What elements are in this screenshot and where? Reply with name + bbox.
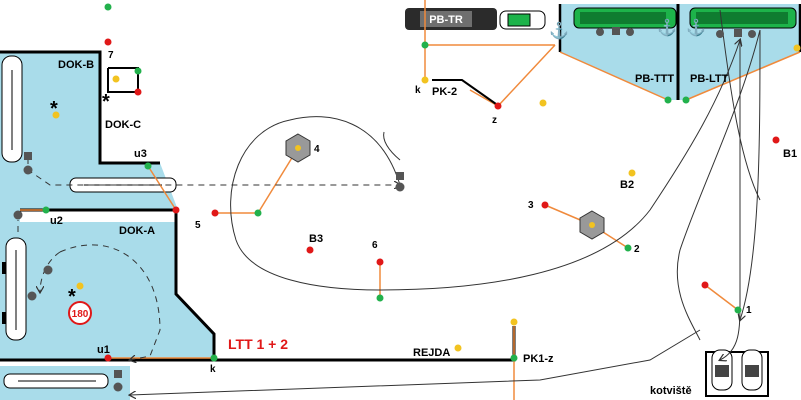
bottom-ship [3, 373, 109, 389]
label-pk1-z: PK1-z [523, 353, 554, 365]
hexagon-buoy-4 [285, 133, 311, 163]
anchor-icon: ⚓ [657, 18, 677, 37]
berth-7-box [107, 67, 139, 93]
turning-circle-label: 180 [72, 309, 89, 320]
label-5: 5 [195, 220, 201, 231]
gray-mooring-markers [13, 27, 756, 392]
pb-ltt-ship [689, 7, 797, 29]
pk-2-connector [432, 79, 497, 105]
label-u3: u3 [134, 148, 147, 160]
turning-circle-180: 180 [68, 301, 92, 325]
label-7: 7 [108, 50, 114, 61]
label-b3: B3 [309, 233, 323, 245]
label-dok-a: DOK-A [119, 225, 155, 237]
pb-tr-label: PB-TR [429, 14, 463, 26]
star-marker: * [102, 91, 110, 113]
pb-tr-ship: PB-TR [405, 8, 546, 30]
label-dok-c: DOK-C [105, 119, 141, 131]
label-1: 1 [746, 305, 752, 316]
red-markers [104, 38, 780, 362]
label-3: 3 [528, 200, 534, 211]
label-pb-ltt: PB-LTT [690, 73, 729, 85]
dok-a-ship [2, 237, 27, 341]
green-markers [42, 3, 742, 362]
label-dok-b: DOK-B [58, 59, 94, 71]
label-rejda: REJDA [413, 347, 450, 359]
label-6: 6 [372, 240, 378, 251]
anchor-icon: ⚓ [686, 18, 706, 37]
anchor-icon: ⚓ [549, 21, 569, 40]
yellow-markers [52, 44, 801, 352]
label-u2: u2 [50, 215, 63, 227]
dok-b-ship [1, 55, 23, 163]
label-4: 4 [314, 144, 320, 155]
star-marker: * [68, 286, 76, 308]
kotviste-boats [705, 349, 769, 397]
dashed-routes [17, 158, 400, 360]
star-marker: * [50, 98, 58, 120]
pb-ttt-ship [573, 7, 677, 29]
label-ltt: LTT 1 + 2 [228, 336, 288, 352]
label-b2: B2 [620, 179, 634, 191]
label-k-bottom: k [210, 364, 216, 375]
label-u1: u1 [97, 344, 110, 356]
label-k-top: k [415, 85, 421, 96]
label-2: 2 [634, 244, 640, 255]
label-b1: B1 [783, 148, 797, 160]
label-pb-ttt: PB-TTT [635, 73, 674, 85]
label-kotviste: kotviště [650, 385, 692, 397]
label-pk-2: PK-2 [432, 86, 457, 98]
route-curves [130, 9, 761, 395]
hexagon-buoy-3 [579, 210, 605, 240]
label-z: z [492, 115, 497, 126]
